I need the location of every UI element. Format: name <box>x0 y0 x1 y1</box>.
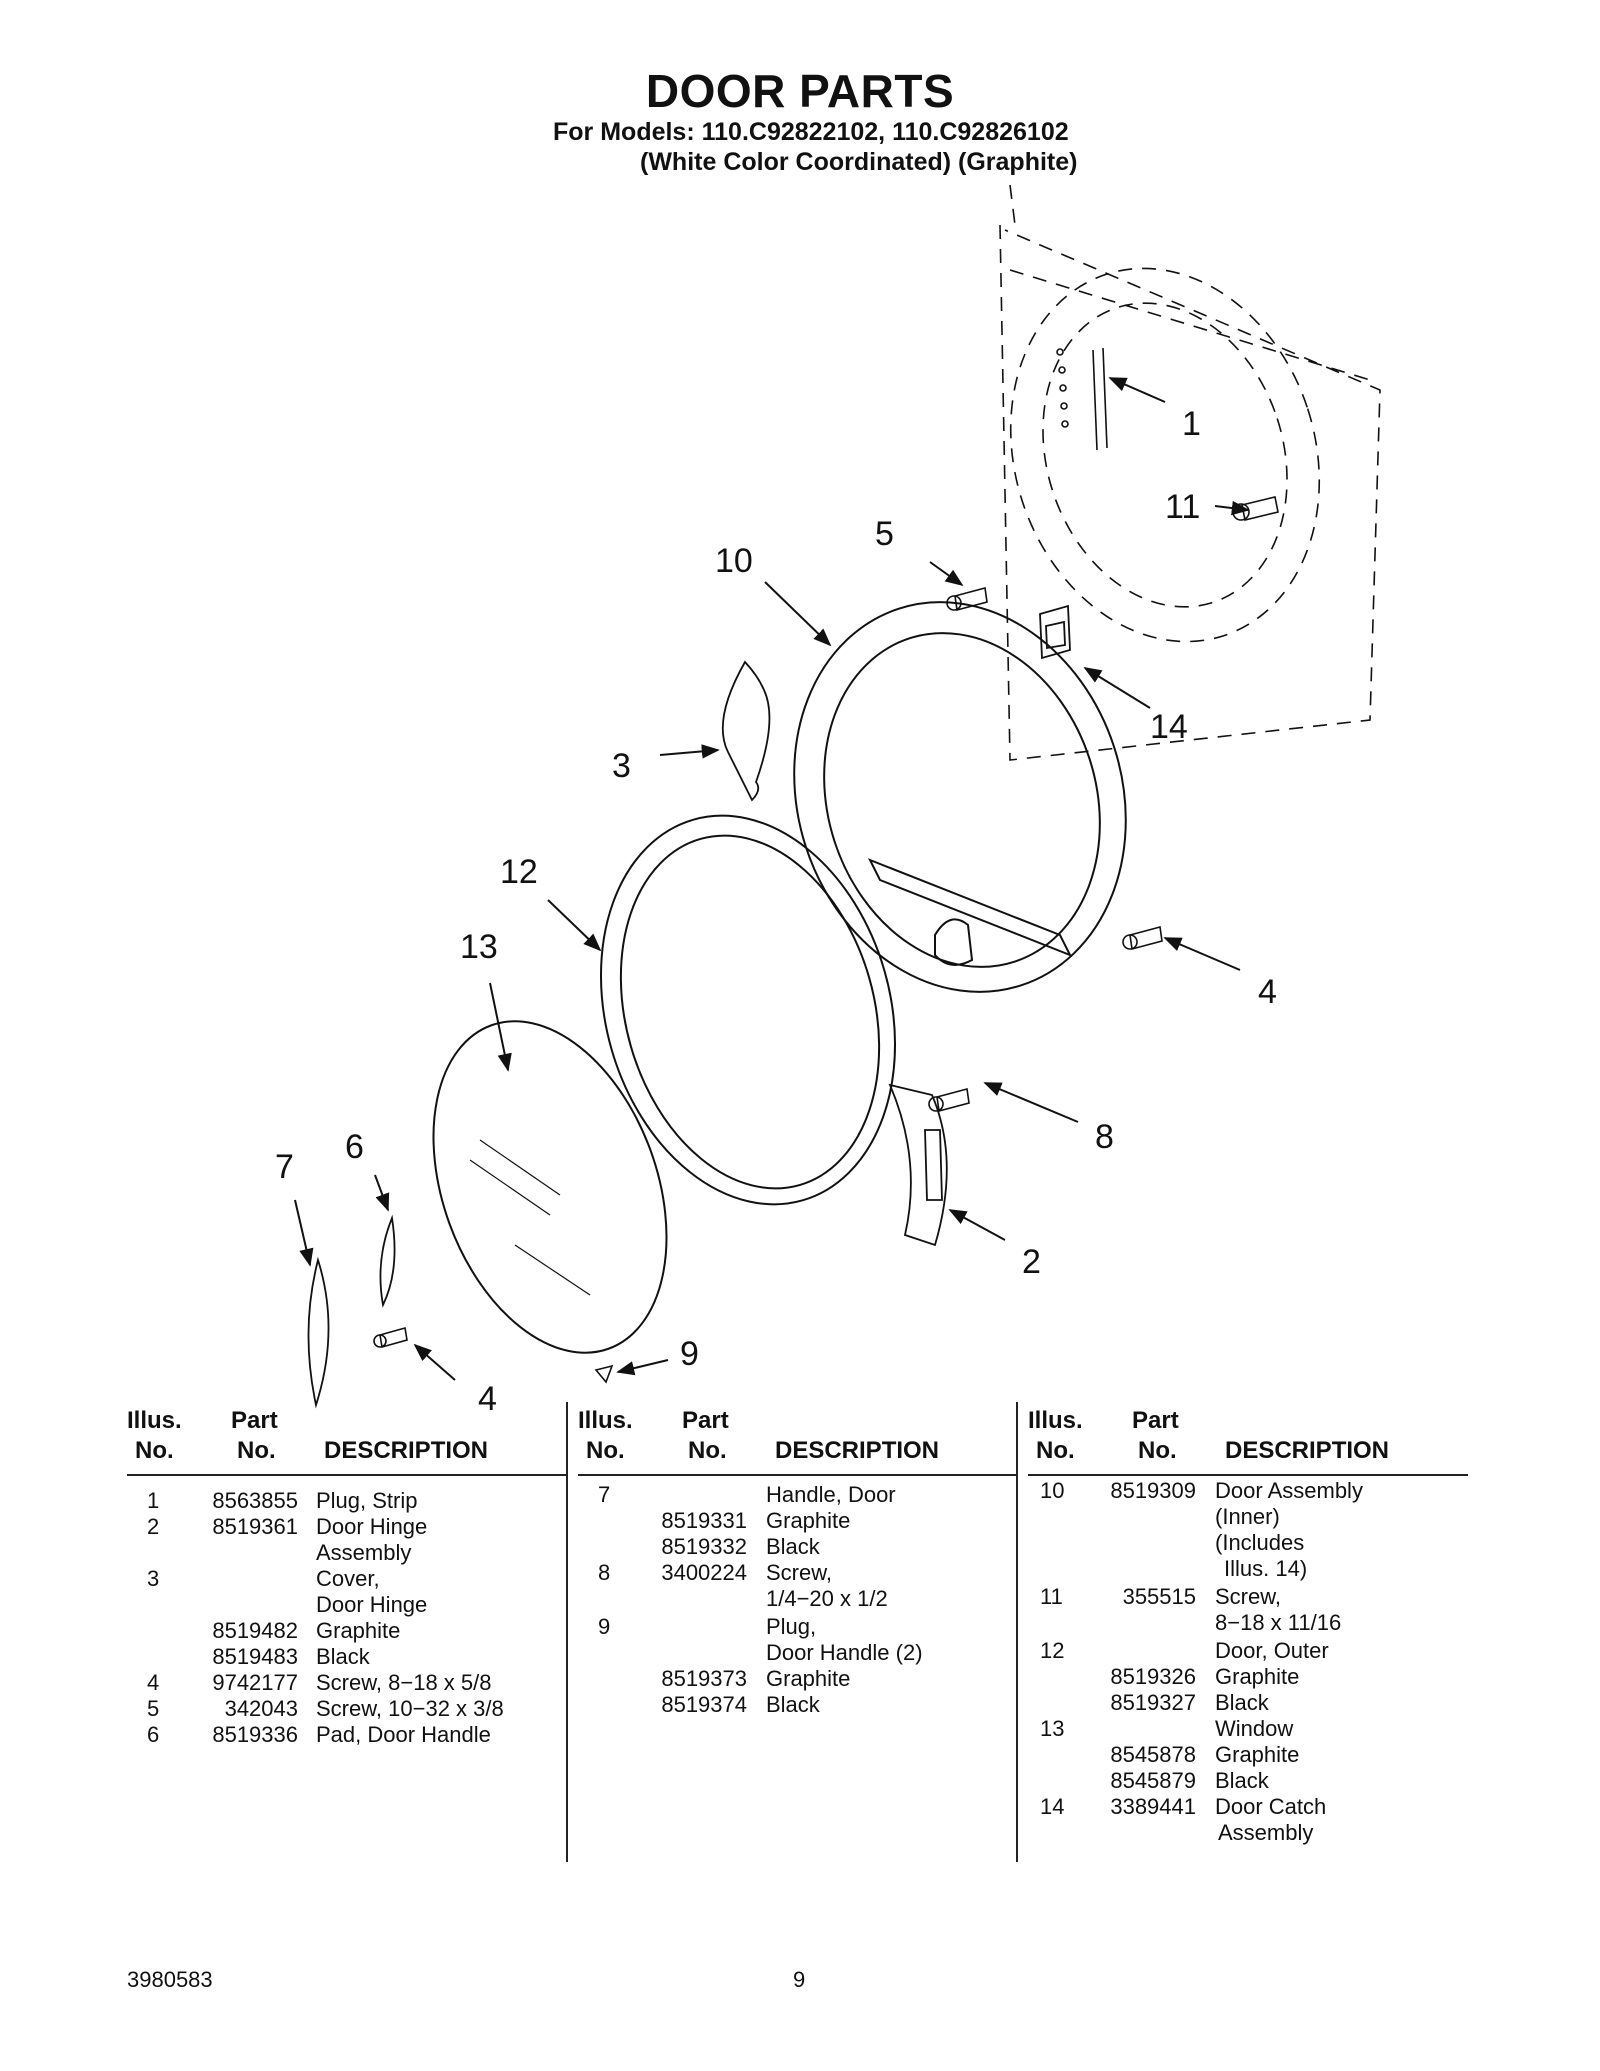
callout-14: 14 <box>1150 708 1188 746</box>
header-part-no: No. <box>688 1437 727 1464</box>
screw-5-part <box>946 586 988 612</box>
table-column-2-header: Illus. No. Part No. DESCRIPTION <box>578 1402 1018 1476</box>
models-line: For Models: 110.C92822102, 110.C92826102 <box>553 118 1069 146</box>
header-illus-no: No. <box>135 1437 174 1464</box>
header-part: Part <box>682 1407 729 1434</box>
header-illus: Illus. <box>578 1407 633 1434</box>
page-title: DOOR PARTS <box>645 65 955 117</box>
callout-13: 13 <box>460 928 498 966</box>
column-divider-2 <box>1016 1402 1018 1862</box>
callout-4-left: 4 <box>478 1380 497 1418</box>
callout-2: 2 <box>1022 1243 1041 1281</box>
callout-5: 5 <box>875 515 894 553</box>
plug-strip-part <box>1056 347 1108 451</box>
inner-door-part <box>793 601 1127 993</box>
header-part-no: No. <box>1138 1437 1177 1464</box>
header-description: DESCRIPTION <box>775 1437 940 1464</box>
header-illus-no: No. <box>586 1437 625 1464</box>
header-description: DESCRIPTION <box>1225 1437 1390 1464</box>
exploded-parts-diagram <box>294 184 1381 1409</box>
table-column-1-header: Illus. No. Part No. DESCRIPTION <box>127 1402 567 1476</box>
screw-4-right-part <box>1122 925 1163 951</box>
callout-6: 6 <box>345 1128 364 1166</box>
callout-8: 8 <box>1095 1118 1114 1156</box>
door-catch-part <box>1039 604 1071 660</box>
callout-1: 1 <box>1182 405 1201 443</box>
header-part: Part <box>231 1407 278 1434</box>
door-hinge-part <box>888 1083 948 1247</box>
colors-line: (White Color Coordinated) (Graphite) <box>640 148 1078 176</box>
handle-pad-part <box>379 1214 396 1308</box>
callout-9: 9 <box>680 1335 699 1373</box>
screw-8-part <box>928 1087 970 1113</box>
plug-9-part <box>594 1364 614 1384</box>
hinge-cover-part <box>721 660 771 802</box>
window-part <box>432 1020 668 1354</box>
document-number: 3980583 <box>127 1967 213 1992</box>
header-illus: Illus. <box>1028 1407 1083 1434</box>
cabinet-panel-outline <box>999 184 1381 761</box>
column-divider-1 <box>566 1402 568 1862</box>
callout-12: 12 <box>500 853 538 891</box>
callout-arrows <box>294 377 1250 1381</box>
callout-4-right: 4 <box>1258 973 1277 1011</box>
callout-7: 7 <box>275 1148 294 1186</box>
callout-10: 10 <box>715 542 753 580</box>
header-part: Part <box>1132 1407 1179 1434</box>
header-illus-no: No. <box>1036 1437 1075 1464</box>
door-handle-part <box>307 1256 330 1409</box>
header-part-no: No. <box>237 1437 276 1464</box>
callout-11: 11 <box>1165 488 1201 526</box>
table-column-3-header: Illus. No. Part No. DESCRIPTION <box>1028 1402 1468 1476</box>
screw-4-left-part <box>373 1326 408 1349</box>
header-description: DESCRIPTION <box>324 1437 489 1464</box>
callout-3: 3 <box>612 747 631 785</box>
header-illus: Illus. <box>127 1407 182 1434</box>
outer-door-part <box>599 814 897 1206</box>
page-number: 9 <box>793 1967 806 1992</box>
